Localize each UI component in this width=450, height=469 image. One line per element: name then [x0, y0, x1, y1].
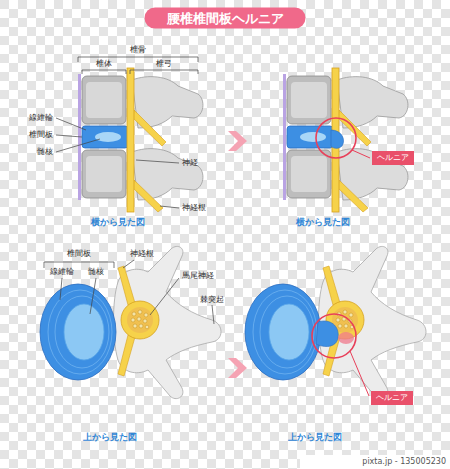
- part-label: 線維輪: [50, 268, 74, 276]
- part-label: 神経根: [130, 250, 154, 258]
- part-label: 棘突起: [200, 296, 224, 304]
- callout-box: ヘルニア: [372, 151, 414, 165]
- watermark: pixta.jp - 135005230: [362, 458, 446, 466]
- view-caption: 上から見た図: [288, 433, 342, 442]
- callout-text: ヘルニア: [376, 393, 408, 402]
- callout-text: ヘルニア: [377, 153, 409, 162]
- part-label: 椎骨: [130, 46, 146, 54]
- view-caption: 横から見た図: [296, 218, 350, 227]
- part-label: 椎弓: [156, 60, 172, 68]
- view-caption: 上から見た図: [83, 433, 137, 442]
- view-caption: 横から見た図: [91, 218, 145, 227]
- part-label: 椎間板: [29, 131, 53, 139]
- title-pill: 腰椎椎間板ヘルニア: [145, 8, 306, 29]
- part-label: 馬尾神経: [182, 272, 214, 280]
- callout-box: ヘルニア: [371, 391, 413, 405]
- part-label: 線維輪: [29, 114, 53, 122]
- part-label: 髄核: [88, 268, 104, 276]
- part-label: 椎体: [96, 60, 112, 68]
- part-label: 髄核: [37, 148, 53, 156]
- part-label: 神経: [182, 159, 198, 167]
- part-label: 椎間板: [67, 250, 91, 258]
- part-label: 神経根: [182, 204, 206, 212]
